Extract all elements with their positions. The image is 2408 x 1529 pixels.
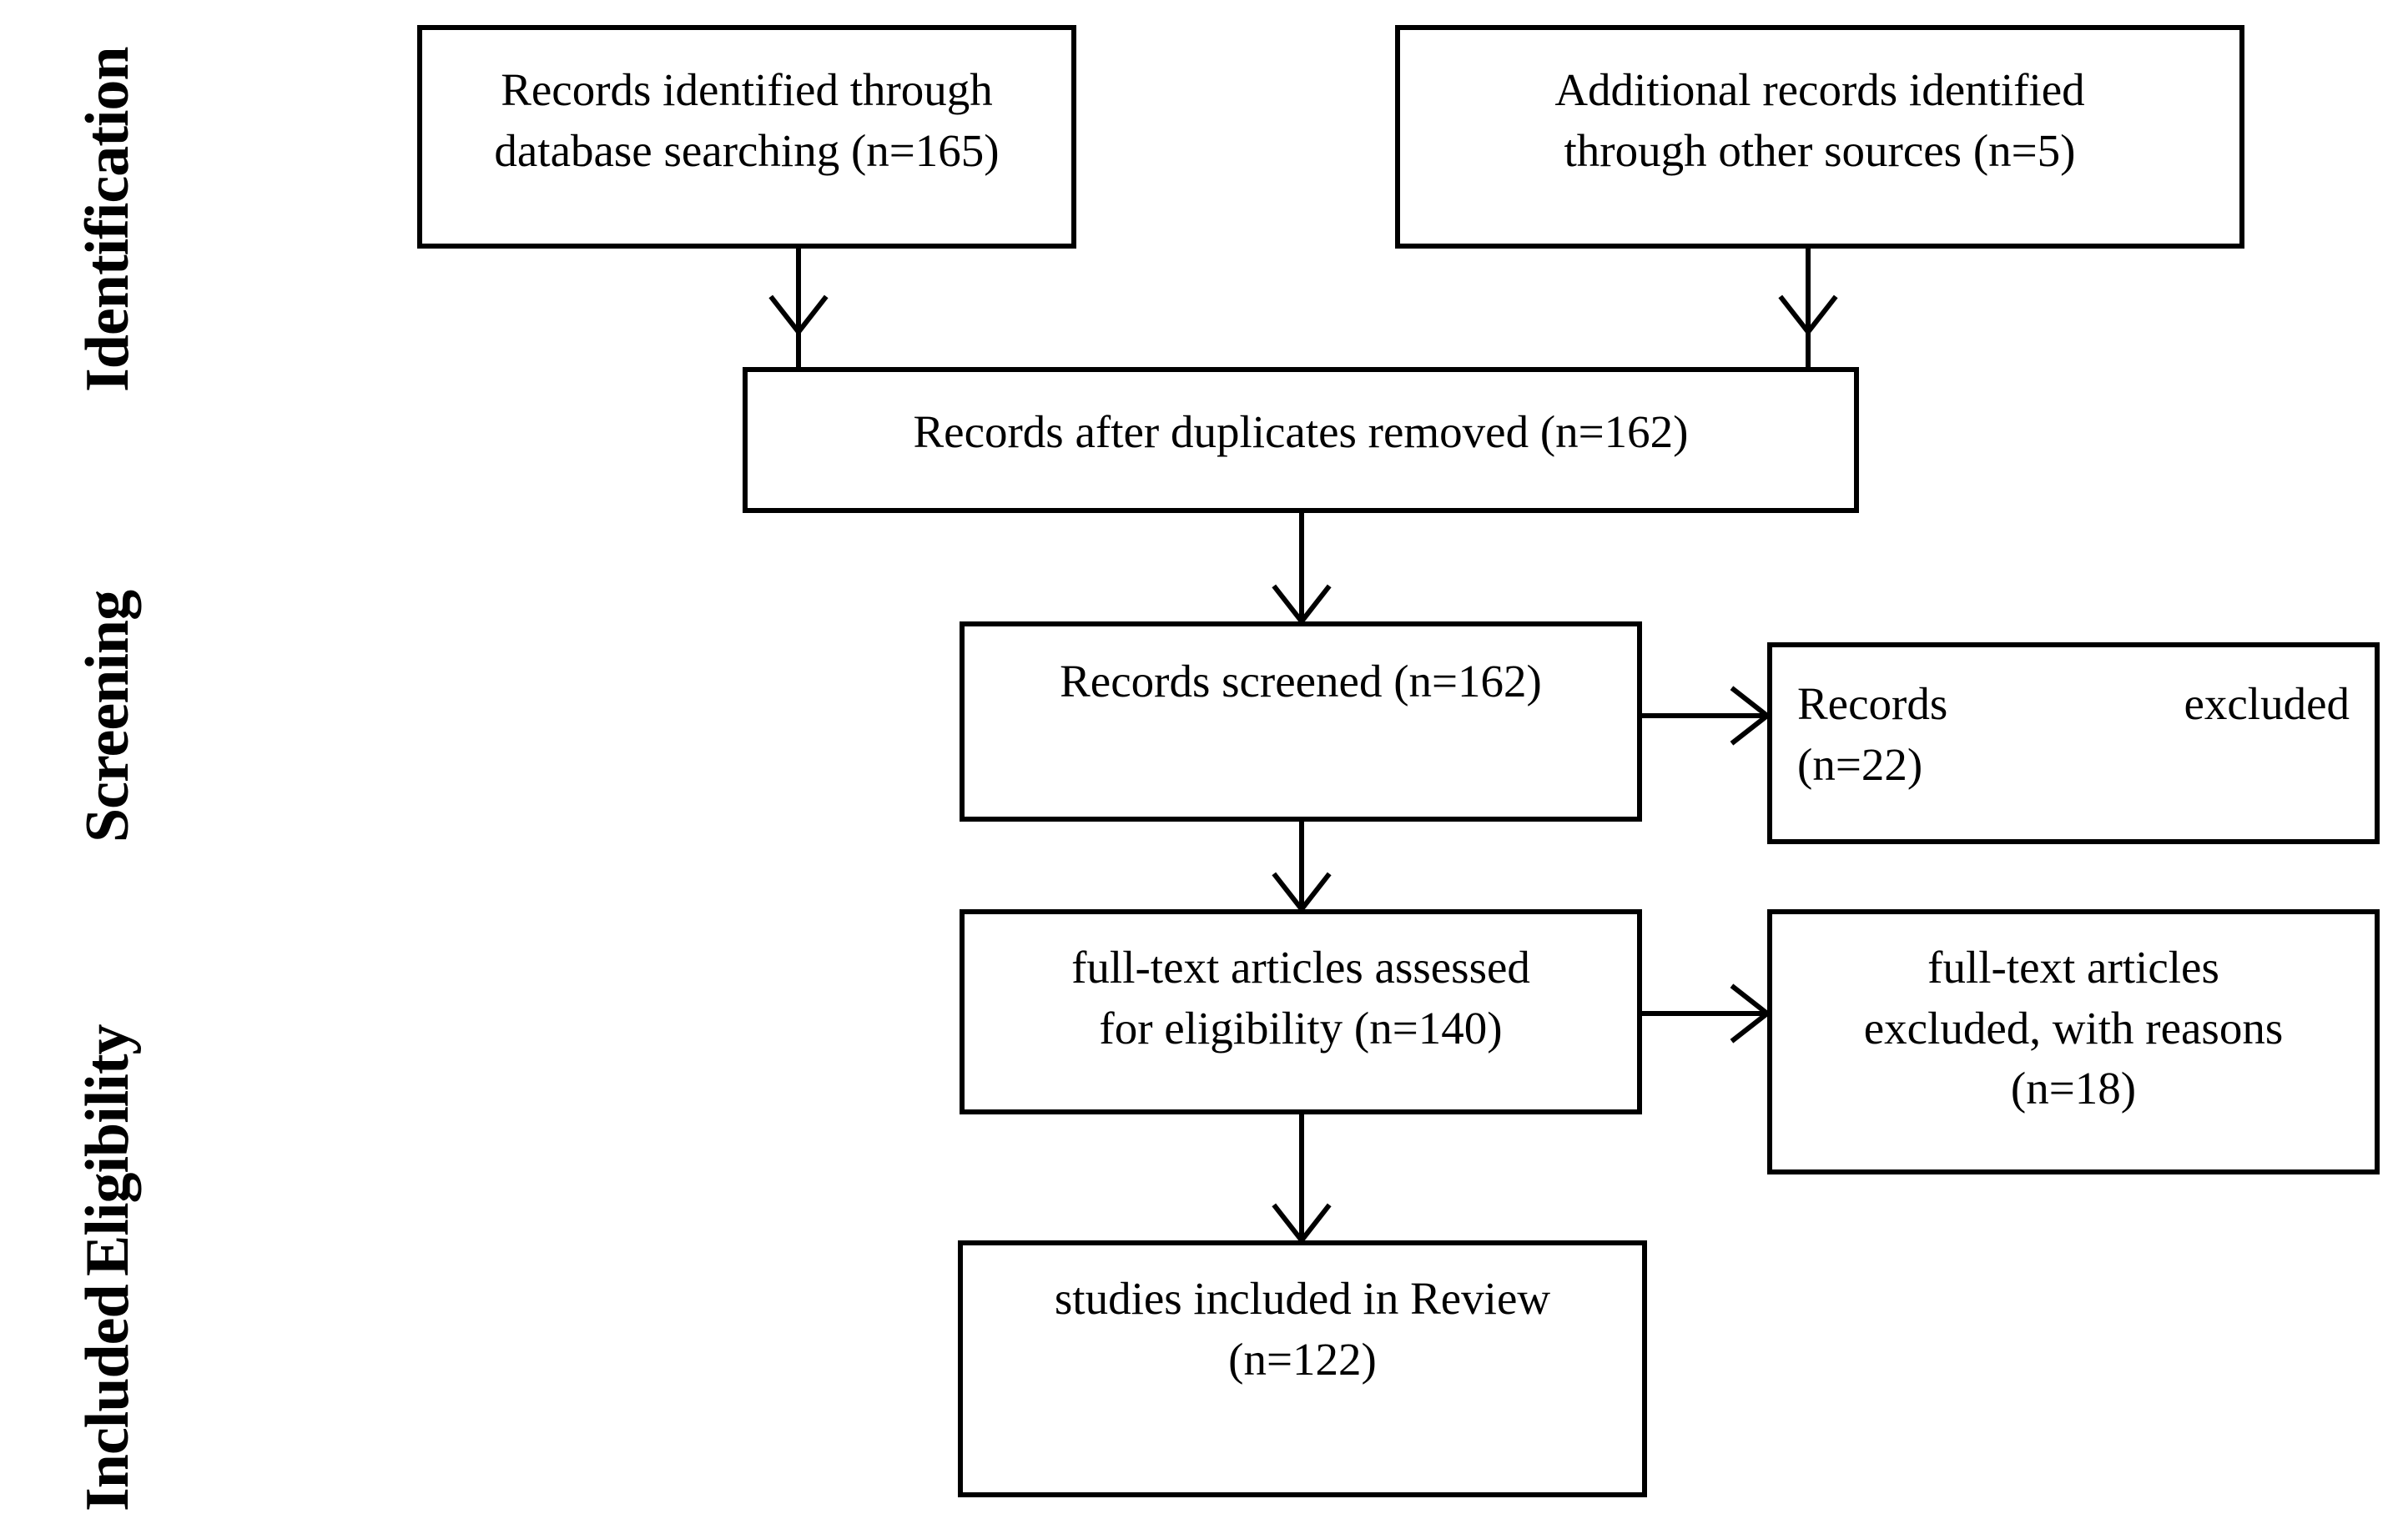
box-records-excluded: Records excluded (n=22): [1767, 642, 2380, 844]
box-text-line: Additional records identified: [1554, 64, 2085, 115]
box-text-line: excluded, with reasons: [1863, 1002, 2284, 1054]
stage-label-identification: Identification: [73, 47, 142, 392]
box-text-line: database searching (n=165): [494, 124, 1000, 176]
box-full-text-excluded: full-text articles excluded, with reason…: [1767, 909, 2380, 1174]
stage-label-eligibility: Eligibility: [73, 1024, 142, 1276]
box-text-line: (n=122): [1228, 1333, 1377, 1385]
connector-line-duplicates-to-screened: [1299, 513, 1304, 621]
box-additional-records-other-sources: Additional records identified through ot…: [1395, 25, 2244, 249]
box-text-line: (n=18): [2010, 1063, 2137, 1114]
box-text-line: (n=22): [1797, 738, 1923, 790]
box-text-line: Records identified through: [501, 64, 993, 115]
box-text-line: through other sources (n=5): [1564, 124, 2076, 176]
connector-line-screened-to-excluded: [1642, 713, 1767, 718]
stage-label-included: Included: [73, 1285, 142, 1511]
box-text-line: Records after duplicates removed (n=162): [913, 406, 1689, 457]
box-studies-included: studies included in Review (n=122): [958, 1240, 1647, 1497]
box-records-identified-database: Records identified through database sear…: [417, 25, 1076, 249]
connector-line-screened-to-fulltext: [1299, 822, 1304, 909]
connector-line-identified-to-duplicates: [796, 249, 801, 367]
box-full-text-assessed: full-text articles assessed for eligibil…: [960, 909, 1642, 1114]
box-text-line: Records excluded: [1797, 678, 2350, 729]
connector-line-additional-to-duplicates: [1806, 249, 1811, 367]
stage-label-screening: Screening: [73, 590, 142, 842]
box-text-line: full-text articles: [1927, 942, 2219, 993]
box-text-line: studies included in Review: [1054, 1273, 1551, 1324]
box-records-after-duplicates-removed: Records after duplicates removed (n=162): [743, 367, 1859, 513]
box-text-line: Records screened (n=162): [1060, 656, 1542, 707]
box-text-line: for eligibility (n=140): [1099, 1002, 1503, 1054]
box-records-screened: Records screened (n=162): [960, 621, 1642, 822]
box-text-line: full-text articles assessed: [1071, 942, 1530, 993]
connector-line-fulltext-to-included: [1299, 1114, 1304, 1240]
connector-line-fulltext-to-excluded: [1642, 1011, 1767, 1016]
